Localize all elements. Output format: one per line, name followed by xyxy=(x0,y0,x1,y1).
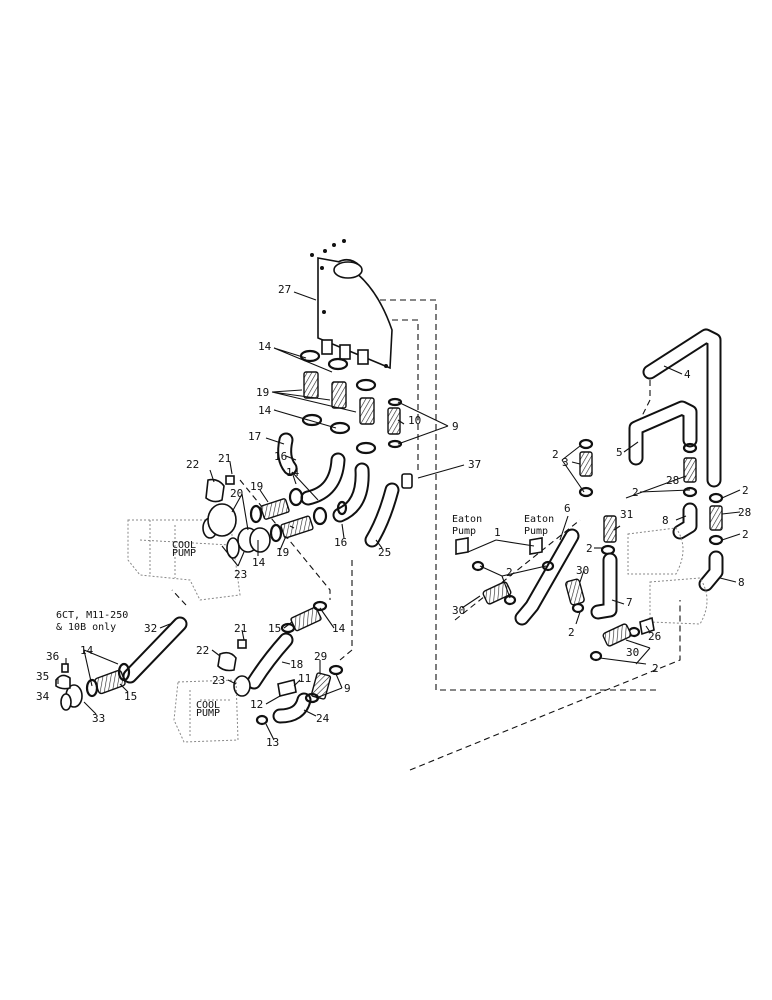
eaton-pump-label-left: Pump xyxy=(452,526,476,537)
coolant-pump-label-upper: COOL xyxy=(172,540,196,551)
routing-dashed-lines xyxy=(171,299,681,771)
callout-13: 13 xyxy=(266,736,279,749)
callout-9: 9 xyxy=(452,420,459,433)
callout-36: 36 xyxy=(46,650,59,663)
callout-2: 2 xyxy=(742,528,749,541)
callout-19: 19 xyxy=(256,386,269,399)
callout-24: 24 xyxy=(316,712,330,725)
callout-33: 33 xyxy=(92,712,105,725)
callout-26: 26 xyxy=(648,630,661,643)
callout-14: 14 xyxy=(258,404,272,417)
callout-8: 8 xyxy=(662,514,669,527)
coolant-pump-label-lower: COOL xyxy=(196,700,220,711)
callout-15: 15 xyxy=(268,622,281,635)
callout-21: 21 xyxy=(234,622,247,635)
callout-14: 14 xyxy=(258,340,272,353)
callout-34: 34 xyxy=(36,690,50,703)
callout-22: 22 xyxy=(186,458,199,471)
callout-2: 2 xyxy=(742,484,749,497)
lower-middle-hose-group xyxy=(173,600,344,743)
callout-2: 2 xyxy=(506,566,513,579)
callout-19: 19 xyxy=(250,480,263,493)
callout-27: 27 xyxy=(278,283,291,296)
upper-coolant-pump xyxy=(127,475,271,601)
coolant-pump-label-upper: PUMP xyxy=(172,548,196,559)
bolts-icon xyxy=(310,239,346,257)
callout-7: 7 xyxy=(626,596,633,609)
callout-4: 4 xyxy=(684,368,691,381)
callout-18: 18 xyxy=(290,658,303,671)
callout-11: 11 xyxy=(298,672,311,685)
coolant-pump-label-lower: PUMP xyxy=(196,708,220,719)
callout-29: 29 xyxy=(314,650,327,663)
callout-16: 16 xyxy=(334,536,347,549)
callout-16: 16 xyxy=(274,450,287,463)
callout-21: 21 xyxy=(218,452,231,465)
callout-2: 2 xyxy=(568,626,575,639)
callout-labels: 27 14 19 14 10 9 17 16 14 37 22 21 20 19… xyxy=(36,283,751,749)
eaton-pump-label-right: Eaton xyxy=(524,514,554,525)
callout-23: 23 xyxy=(212,674,225,687)
callout-28: 28 xyxy=(738,506,751,519)
eaton-pump-label-left: Eaton xyxy=(452,514,482,525)
callout-30: 30 xyxy=(626,646,639,659)
callout-10: 10 xyxy=(408,414,421,427)
lower-left-hose-group xyxy=(55,616,188,711)
callout-9: 9 xyxy=(344,682,351,695)
heat-exchanger-27 xyxy=(310,239,393,370)
callout-12: 12 xyxy=(250,698,263,711)
callout-14: 14 xyxy=(286,466,300,479)
hose-sections-19 xyxy=(249,498,314,543)
callout-22: 22 xyxy=(196,644,209,657)
text-notes: Eaton Pump Eaton Pump 6CT, M11-250 & 10B… xyxy=(56,514,554,719)
callout-37: 37 xyxy=(468,458,481,471)
callout-3: 3 xyxy=(562,456,569,469)
callout-35: 35 xyxy=(36,670,49,683)
callout-25: 25 xyxy=(378,546,391,559)
callout-17: 17 xyxy=(248,430,261,443)
callout-32: 32 xyxy=(144,622,157,635)
callout-19: 19 xyxy=(276,546,289,559)
callout-23: 23 xyxy=(234,568,247,581)
eaton-pump-label-right: Pump xyxy=(524,526,548,537)
model-note: 6CT, M11-250 xyxy=(56,610,128,621)
callout-5: 5 xyxy=(616,446,623,459)
callout-15: 15 xyxy=(124,690,137,703)
callout-2: 2 xyxy=(552,448,559,461)
callout-1: 1 xyxy=(494,526,501,539)
callout-14: 14 xyxy=(332,622,346,635)
callout-2: 2 xyxy=(586,542,593,555)
callout-30: 30 xyxy=(452,604,465,617)
callout-8: 8 xyxy=(738,576,745,589)
callout-28: 28 xyxy=(666,474,679,487)
callout-2: 2 xyxy=(652,662,659,675)
leader-lines xyxy=(57,291,741,741)
callout-20: 20 xyxy=(230,487,243,500)
model-note: & 10B only xyxy=(56,622,116,633)
callout-6: 6 xyxy=(564,502,571,515)
hoses-16-17-25 xyxy=(277,432,400,548)
callout-31: 31 xyxy=(620,508,633,521)
callout-2: 2 xyxy=(632,486,639,499)
callout-30: 30 xyxy=(576,564,589,577)
callout-14: 14 xyxy=(252,556,266,569)
callout-14: 14 xyxy=(80,644,94,657)
right-hose-group xyxy=(455,328,724,662)
